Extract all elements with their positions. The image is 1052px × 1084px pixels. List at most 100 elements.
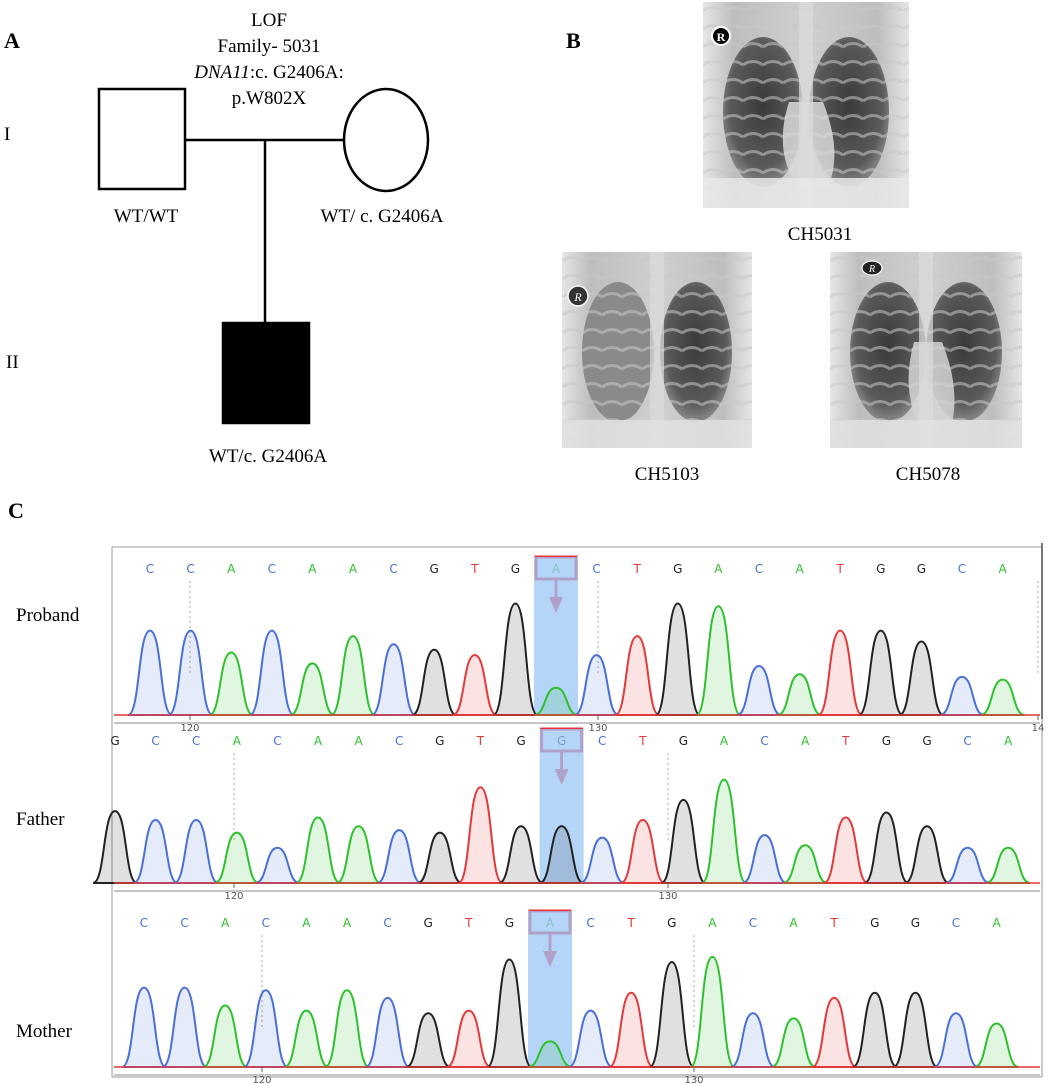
base-call: G bbox=[882, 734, 891, 748]
base-call: A bbox=[308, 562, 317, 576]
trace-peak-c bbox=[249, 629, 295, 716]
base-call: C bbox=[952, 916, 960, 930]
trace-peak-g bbox=[405, 1012, 451, 1068]
base-call: T bbox=[464, 916, 473, 930]
row-label-father: Father bbox=[16, 809, 65, 830]
base-call: G bbox=[917, 562, 926, 576]
marker-r-text: R bbox=[573, 290, 582, 304]
base-call: C bbox=[749, 916, 757, 930]
base-call: A bbox=[714, 562, 723, 576]
generation-ii-label: II bbox=[6, 352, 19, 373]
xray-ch5103: R bbox=[562, 252, 752, 448]
base-call: A bbox=[349, 562, 358, 576]
xray-ch5031: R bbox=[703, 2, 909, 208]
trace-peak-t bbox=[608, 991, 654, 1068]
axis-tick-label: 120 bbox=[224, 891, 243, 902]
base-call: C bbox=[180, 916, 188, 930]
base-call: T bbox=[476, 734, 485, 748]
xray-label-ch5078: CH5078 bbox=[896, 464, 960, 485]
trace-peak-c bbox=[574, 654, 620, 716]
base-call: C bbox=[273, 734, 281, 748]
pedigree-title-lof: LOF bbox=[251, 10, 287, 31]
trace-peak-a bbox=[689, 955, 736, 1068]
trace-peak-c bbox=[742, 834, 787, 884]
trace-peak-a bbox=[974, 1022, 1019, 1068]
trace-peak-a bbox=[214, 831, 260, 884]
base-call: G bbox=[679, 734, 688, 748]
base-call: G bbox=[922, 734, 931, 748]
trace-peak-c bbox=[939, 675, 985, 716]
base-call: C bbox=[383, 916, 391, 930]
trace-peak-c bbox=[133, 818, 179, 884]
base-call: T bbox=[841, 734, 850, 748]
base-call: G bbox=[110, 734, 119, 748]
trace-peak-g bbox=[892, 991, 938, 1068]
trace-peak-a bbox=[289, 662, 335, 716]
marker-r-icon bbox=[711, 26, 731, 46]
proband-symbol bbox=[221, 321, 311, 425]
marker-r-icon bbox=[861, 260, 883, 276]
axis-tick-label: 130 bbox=[588, 723, 607, 734]
base-call: A bbox=[801, 734, 810, 748]
base-call: C bbox=[268, 562, 276, 576]
chromatogram bbox=[92, 729, 1031, 884]
row-label-mother: Mother bbox=[16, 1021, 73, 1042]
variant-cdna: :c. G2406A: bbox=[250, 62, 344, 83]
trace-peak-c bbox=[162, 986, 208, 1068]
base-call: A bbox=[992, 916, 1001, 930]
trace-peak-a bbox=[208, 651, 254, 716]
trace-peak-c bbox=[376, 829, 422, 884]
trace-peak-g bbox=[863, 811, 909, 884]
base-call: G bbox=[673, 562, 682, 576]
base-call: A bbox=[343, 916, 352, 930]
base-call: A bbox=[302, 916, 311, 930]
proband-genotype: WT/c. G2406A bbox=[209, 446, 327, 467]
xray-label-ch5103: CH5103 bbox=[635, 464, 699, 485]
base-call: T bbox=[470, 562, 479, 576]
base-call: C bbox=[151, 734, 159, 748]
trace-peak-t bbox=[620, 818, 666, 884]
base-call: A bbox=[354, 734, 363, 748]
base-call: G bbox=[435, 734, 444, 748]
base-call: C bbox=[963, 734, 971, 748]
axis-tick-label: 130 bbox=[658, 891, 677, 902]
base-call: G bbox=[516, 734, 525, 748]
axis-tick-label: 120 bbox=[180, 723, 199, 734]
pedigree-panel: A LOF Family- 5031 DNA11:c. G2406A: p.W8… bbox=[4, 10, 444, 467]
trace-peak-g bbox=[654, 602, 701, 716]
base-call: C bbox=[262, 916, 270, 930]
base-call: A bbox=[795, 562, 804, 576]
pedigree-title-protein: p.W802X bbox=[232, 88, 307, 109]
father-symbol bbox=[97, 87, 187, 191]
trace-peak-g bbox=[417, 831, 463, 884]
panel-label-c: C bbox=[8, 498, 24, 523]
trace-peak-c bbox=[168, 629, 214, 716]
trace-peak-a bbox=[283, 1009, 329, 1068]
trace-peak-g bbox=[492, 602, 539, 716]
trace-peak-a bbox=[782, 844, 828, 884]
base-call: A bbox=[720, 734, 729, 748]
base-call: G bbox=[911, 916, 920, 930]
xray-ch5078: R bbox=[830, 252, 1022, 448]
trace-peak-t bbox=[817, 629, 863, 716]
base-call: C bbox=[389, 562, 397, 576]
xray-panel: B R CH5031 R CH5103 R CH5078 bbox=[562, 2, 1022, 485]
mother-genotype: WT/ c. G2406A bbox=[321, 206, 444, 227]
row-label-proband: Proband bbox=[16, 605, 80, 626]
trace-peak-c bbox=[371, 643, 417, 716]
base-call: G bbox=[667, 916, 676, 930]
trace-peak-c bbox=[736, 665, 782, 716]
trace-peak-a bbox=[324, 989, 370, 1068]
base-call: C bbox=[192, 734, 200, 748]
base-call: G bbox=[870, 916, 879, 930]
base-call: G bbox=[430, 562, 439, 576]
trace-peak-g bbox=[898, 640, 944, 716]
base-call: C bbox=[592, 562, 600, 576]
gene-name: DNA11 bbox=[193, 62, 250, 83]
base-call: A bbox=[708, 916, 717, 930]
base-call: A bbox=[227, 562, 236, 576]
panel-label-b: B bbox=[566, 28, 581, 53]
